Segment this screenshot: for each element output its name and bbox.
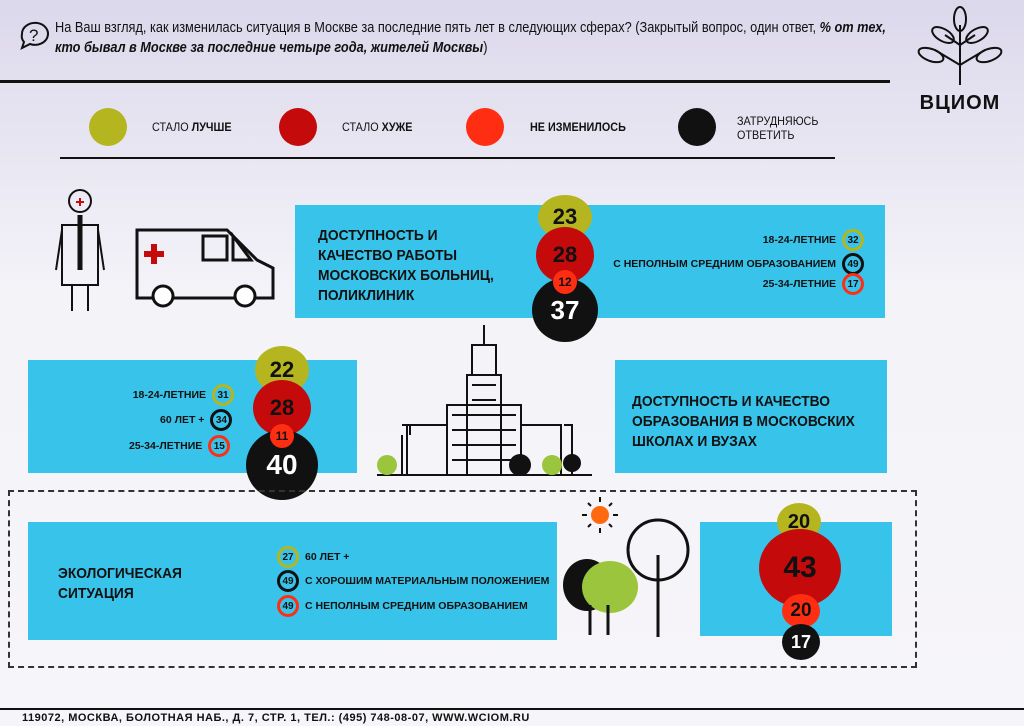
ecology-dk-bubble: 17 (782, 624, 820, 660)
education-item: 60 лет +34 (160, 409, 233, 431)
legend-dk-dot (678, 108, 716, 146)
legend-better-dot (89, 108, 127, 146)
ecology-item: 49с хорошим материальным положением (277, 570, 549, 592)
legend-worse-label: стало хуже (342, 120, 413, 134)
svg-text:?: ? (29, 26, 38, 45)
logo-text: ВЦИОМ (919, 92, 1001, 114)
legend-same-label: не изменилось (530, 120, 626, 134)
footer-address: 119072, МОСКВА, БОЛОТНАЯ НАБ., Д. 7, СТР… (22, 712, 530, 724)
education-item: 25-34-летние15 (129, 435, 231, 457)
ambulance-icon (135, 228, 275, 308)
education-item: 18-24-летние31 (133, 384, 234, 406)
trees-sun-icon (563, 497, 690, 637)
hospitals-title: Доступность и качество работы московских… (318, 227, 494, 304)
legend-dk-label: затрудняюсь ответить (737, 114, 819, 142)
header-divider (0, 80, 890, 83)
question-bubble-icon: ? (20, 21, 49, 50)
ecology-frame (8, 490, 917, 668)
tree-logo-icon (917, 6, 1003, 85)
hospitals-dk-bubble: 37 (532, 278, 598, 342)
education-panel (615, 360, 887, 473)
ecology-item: 49с неполным средним образованием (277, 595, 528, 617)
ecology-same-bubble: 20 (782, 594, 820, 628)
hospitals-same-bubble: 12 (553, 270, 577, 294)
legend-divider (60, 157, 835, 159)
wciom-logo: ВЦИОМ (905, 5, 1015, 114)
legend-worse-dot (279, 108, 317, 146)
ecology-title: Экологическая ситуация (58, 565, 182, 602)
education-same-bubble: 11 (270, 424, 294, 448)
footer-divider (0, 708, 1024, 710)
legend-same-dot (466, 108, 504, 146)
university-building-icon (377, 325, 592, 476)
hospitals-item: 49с неполным средним образованием (613, 253, 864, 275)
education-title: Доступность и качество образования в мос… (632, 393, 855, 450)
question-text: На Ваш взгляд, как изменилась ситуация в… (55, 20, 886, 56)
legend-better-label: стало лучше (152, 120, 232, 134)
doctor-icon (55, 189, 105, 311)
